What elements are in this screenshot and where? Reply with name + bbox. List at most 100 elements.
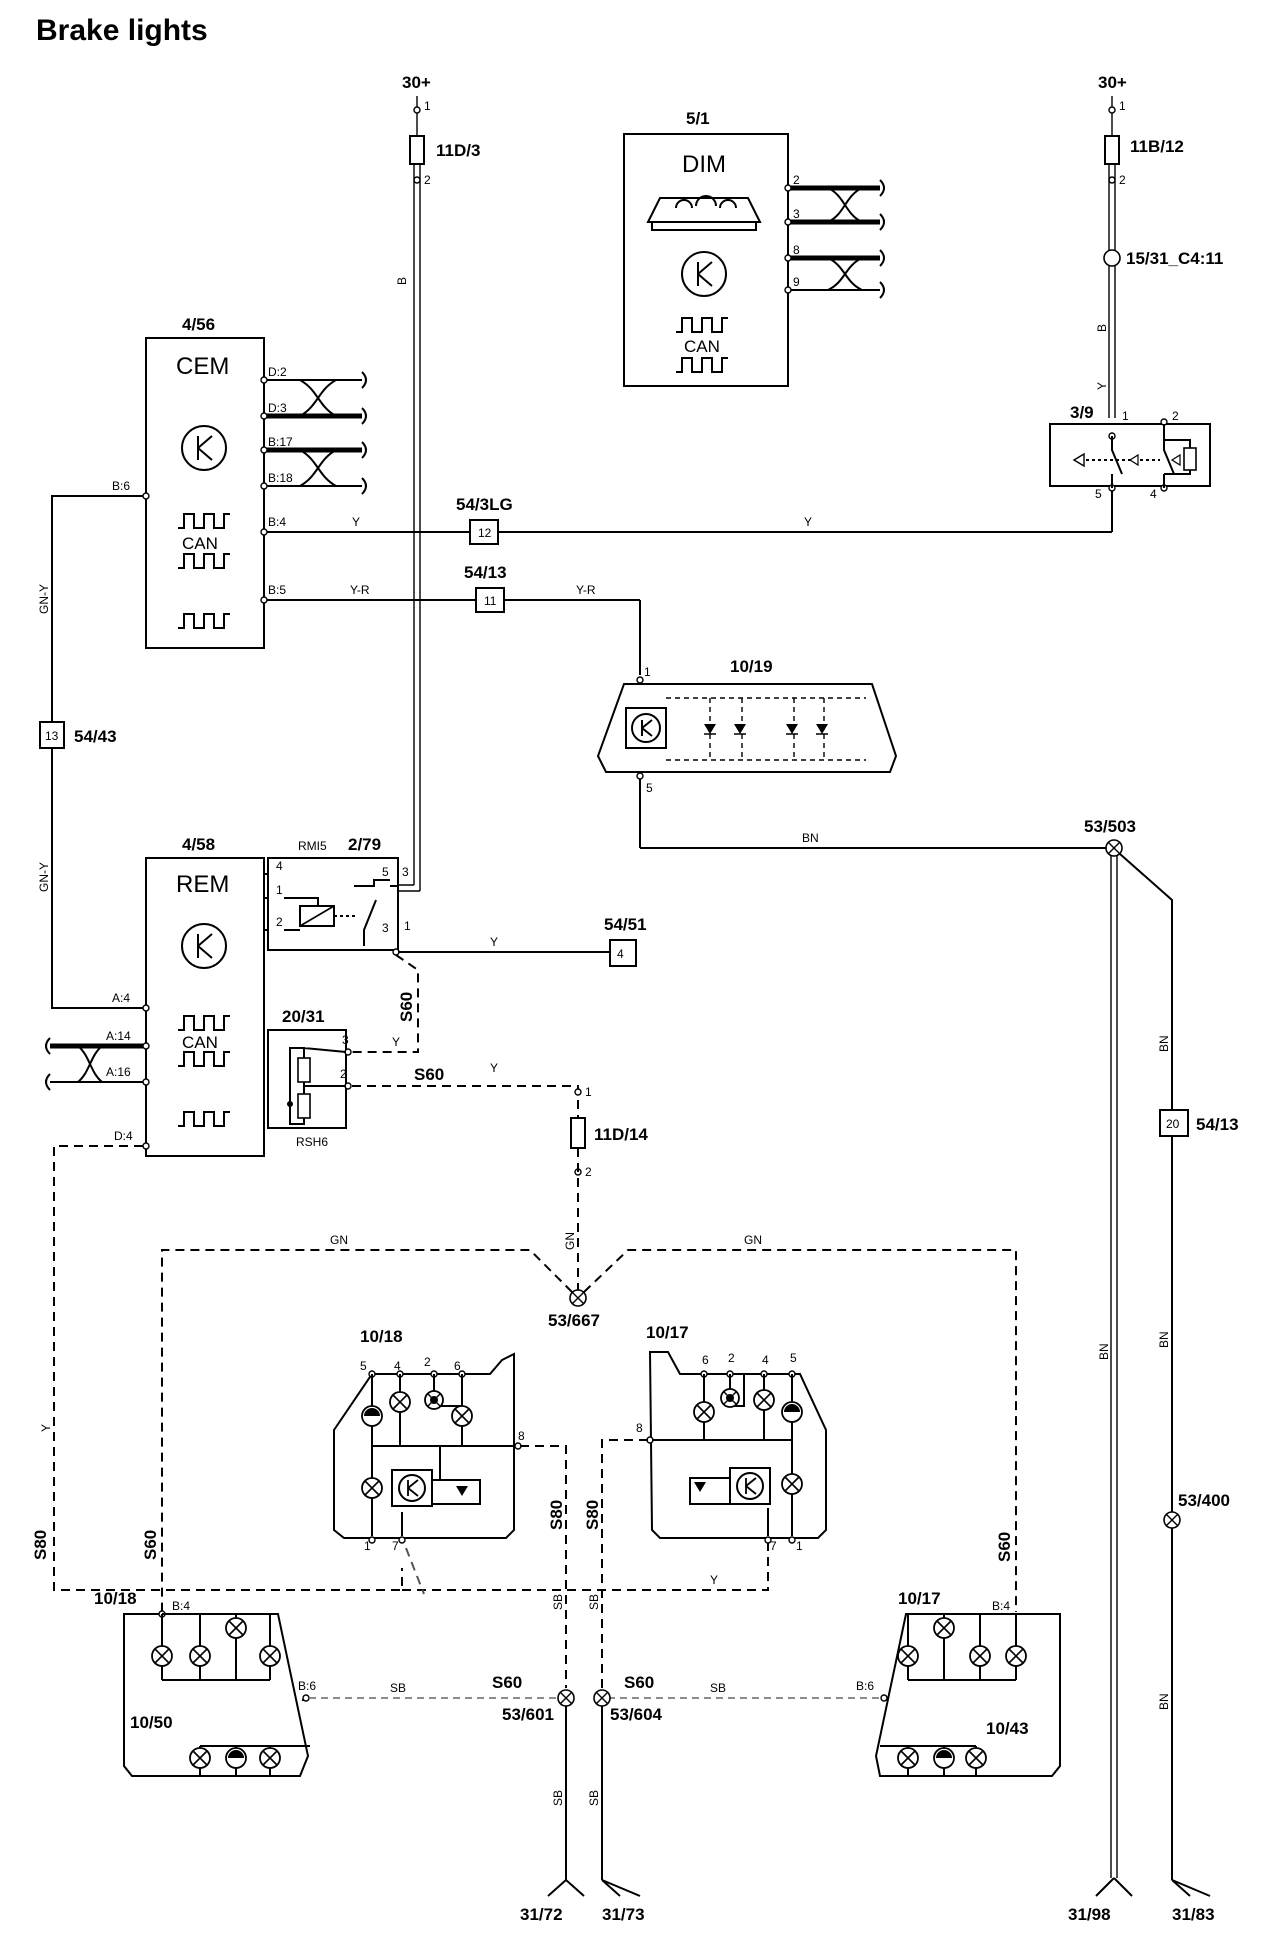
- svg-text:SB: SB: [710, 1681, 726, 1695]
- svg-text:1: 1: [364, 1539, 371, 1553]
- cem-control-icon: [181, 425, 227, 471]
- connector-4: [609, 939, 637, 967]
- power-feed-right: 30+ 1 11B/12 2 15/31_C4:11 B Y: [1095, 73, 1223, 418]
- ground-31-83: 31/83: [1171, 1879, 1215, 1924]
- svg-text:5: 5: [360, 1359, 367, 1373]
- svg-text:Y: Y: [392, 1035, 400, 1049]
- svg-text:12: 12: [478, 526, 492, 540]
- svg-text:8: 8: [636, 1421, 643, 1435]
- diagram-title: Brake lights: [36, 14, 208, 47]
- svg-text:53/667: 53/667: [548, 1311, 600, 1330]
- highstop-ref: 10/19: [730, 657, 773, 676]
- svg-text:2: 2: [424, 173, 431, 187]
- svg-text:7: 7: [392, 1539, 399, 1553]
- connector-4-ref: 54/51: [604, 915, 647, 934]
- lamp-right-ref: 10/17: [646, 1323, 689, 1342]
- instrument-icon: [646, 195, 762, 231]
- highstop-pin-1: 1: [644, 665, 651, 679]
- svg-text:SB: SB: [587, 1790, 601, 1806]
- wire-color-y-switch: Y: [1095, 382, 1109, 390]
- svg-text:GN: GN: [563, 1232, 577, 1250]
- splice-53-503: 53/503 BN BN 20 54/13 BN 53/400 BN: [1084, 817, 1239, 1880]
- rem-pin-a16: A:16: [106, 1065, 131, 1079]
- svg-text:1: 1: [404, 919, 411, 933]
- dim-pin-2: 2: [793, 173, 800, 187]
- svg-text:B:4: B:4: [992, 1599, 1010, 1613]
- splice-53-601: 53/601 SB: [502, 1689, 575, 1880]
- rem-pin-d4: D:4: [114, 1129, 133, 1143]
- high-mounted-stop-lamp: 10/19 1 5 BN: [596, 657, 1110, 849]
- rem-can-label: CAN: [182, 1033, 218, 1052]
- svg-text:1: 1: [424, 99, 431, 113]
- svg-text:S80: S80: [31, 1530, 50, 1560]
- fuse-11d-14: [570, 1117, 586, 1149]
- svg-text:GN-Y: GN-Y: [37, 862, 51, 892]
- connector-13: [39, 721, 65, 749]
- svg-text:Y: Y: [490, 935, 498, 949]
- svg-text:Y-R: Y-R: [576, 583, 596, 597]
- rem-module: 4/58 REM CAN A:4 A:14 A:16 D:4: [45, 835, 265, 1157]
- fuse-label-11b-12: 11B/12: [1130, 137, 1184, 156]
- svg-text:5: 5: [790, 1351, 797, 1365]
- power-feed-left: 30+ 1 11D/3 2 B: [390, 73, 480, 892]
- dim-pin-3: 3: [793, 207, 800, 221]
- svg-text:31/72: 31/72: [520, 1905, 563, 1924]
- svg-text:13: 13: [45, 729, 59, 743]
- cem-ref: 4/56: [182, 315, 215, 334]
- svg-text:2: 2: [424, 1355, 431, 1369]
- svg-text:1: 1: [796, 1539, 803, 1553]
- wire-color-b-right: B: [1095, 324, 1109, 332]
- resistor-ref: 20/31: [282, 1007, 325, 1026]
- svg-text:BN: BN: [1157, 1331, 1171, 1348]
- ground-31-72: 31/72: [520, 1879, 585, 1924]
- cem-pin-d3: D:3: [268, 401, 287, 415]
- svg-text:2: 2: [728, 1351, 735, 1365]
- svg-text:6: 6: [454, 1359, 461, 1373]
- svg-text:S60: S60: [397, 992, 416, 1022]
- cem-name: CEM: [176, 353, 229, 380]
- svg-text:S80: S80: [547, 1500, 566, 1530]
- cem-pin-d2: D:2: [268, 365, 287, 379]
- svg-text:2: 2: [276, 915, 283, 929]
- rem-pin-a14: A:14: [106, 1029, 131, 1043]
- wire-color-b-left: B: [395, 277, 409, 285]
- cem-module: 4/56 CEM CAN D:2 D:3 B:17 B:18 B:6 B:4 B…: [112, 315, 367, 649]
- svg-text:SB: SB: [551, 1790, 565, 1806]
- dim-module: 5/1 DIM CAN 2 3 8 9: [623, 109, 885, 387]
- power-label-right: 30+: [1098, 73, 1127, 92]
- wire-y-rem-d4: Y S80 S60 Y S60: [31, 1145, 1014, 1595]
- cem-pin-b5: B:5: [268, 583, 286, 597]
- brake-light-switch-3-9: 3/9 1 2 5 4: [1049, 403, 1211, 501]
- switch-pin-4: 4: [1150, 487, 1157, 501]
- svg-text:Y-R: Y-R: [350, 583, 370, 597]
- svg-text:53/601: 53/601: [502, 1705, 554, 1724]
- svg-text:BN: BN: [1157, 1693, 1171, 1710]
- wire-cem-b4-switch: Y 12 54/3LG Y: [267, 491, 1113, 545]
- led-icons: [704, 724, 828, 735]
- svg-text:2: 2: [1119, 173, 1126, 187]
- svg-text:S80: S80: [583, 1500, 602, 1530]
- connector-20-ref: 54/13: [1196, 1115, 1239, 1134]
- svg-text:7: 7: [770, 1539, 777, 1553]
- rear-lamp-10-17-upper: 10/17 6 2 4 5 8 7 1: [636, 1323, 827, 1553]
- svg-text:S60: S60: [995, 1532, 1014, 1562]
- ground-31-73: 31/73: [601, 1879, 645, 1924]
- relay-ref: 2/79: [348, 835, 381, 854]
- connector-13-ref: 54/43: [74, 727, 117, 746]
- joint-15-31: [1103, 249, 1121, 267]
- cem-pin-b4: B:4: [268, 515, 286, 529]
- svg-text:S60: S60: [414, 1065, 444, 1084]
- svg-text:SB: SB: [551, 1594, 565, 1610]
- svg-text:Y: Y: [490, 1061, 498, 1075]
- svg-text:53/400: 53/400: [1178, 1491, 1230, 1510]
- brake-light-relay-2-79: RMI5 2/79 4 1 2 5 3 3 1 Y 4 54/51: [264, 835, 647, 967]
- svg-text:53/604: 53/604: [610, 1705, 663, 1724]
- svg-text:2: 2: [340, 1067, 347, 1081]
- control-unit-icon: [681, 251, 727, 297]
- switch-ref: 3/9: [1070, 403, 1094, 422]
- svg-text:BN: BN: [1157, 1035, 1171, 1052]
- svg-text:5: 5: [382, 865, 389, 879]
- ground-31-98: 31/98: [1068, 1877, 1133, 1924]
- power-label-left: 30+: [402, 73, 431, 92]
